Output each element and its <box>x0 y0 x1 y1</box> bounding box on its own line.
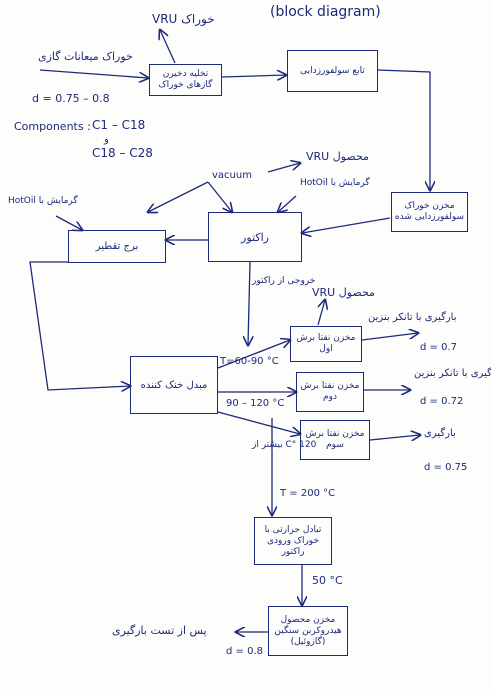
label-feed-density: d = 0.75 – 0.8 <box>32 92 110 105</box>
label-hotoil-reactor: گرمایش با HotOil <box>300 178 370 188</box>
diagram-title: (block diagram) <box>270 4 381 20</box>
label-hotoil-distill: گرمایش با HotOil <box>8 196 78 206</box>
box-naphtha-tank-3: مخزن نفتا برش سوم <box>300 420 370 460</box>
label-reactor-out: خروجی از راکتور <box>252 276 316 286</box>
box-naphtha-tank-1: مخزن نفتا برش اول <box>290 326 362 362</box>
box-gas-separation: تخلیه دخیرن گازهای خوراک <box>149 64 222 96</box>
label-density-3: d = 0.75 <box>424 462 468 473</box>
label-vru-product-2: محصول VRU <box>312 286 375 299</box>
box-naphtha-tank-2: مخزن نفتا برش دوم <box>296 372 364 412</box>
box-distillation-tower: برج تقطیر <box>68 230 166 263</box>
arrow-box2-tank <box>377 69 430 190</box>
label-comp-and: و <box>104 134 109 145</box>
arrow-tank1-vru <box>317 300 325 326</box>
label-temp-1: T=60-90 °C <box>220 356 279 367</box>
arrow-hotoil-distill <box>55 215 82 230</box>
label-feed: خوراک میعانات گازی <box>38 50 133 63</box>
arrow-distill-condenser <box>29 261 130 390</box>
label-temp-2: 90 – 120 °C <box>226 398 285 409</box>
arrow-hotoil-reactor <box>278 195 297 212</box>
label-temp-4: T = 200 °C <box>280 488 336 499</box>
label-out-1: بارگیری با تانکر بنزین <box>368 312 457 323</box>
box-heat-exchanger: تبادل حرارتی با خوراک ورودی راکتور <box>254 517 332 565</box>
label-out-3: بارگیری <box>424 428 456 439</box>
arrow-tank3-out <box>369 435 420 440</box>
arrow-to-vru <box>160 30 176 64</box>
box-feed-tank: مخزن خوراک سولفورزدایی شده <box>391 192 468 232</box>
label-density-1: d = 0.7 <box>420 342 457 353</box>
arrow-vacuum-distill <box>148 181 209 212</box>
arrow-cond-tank3 <box>217 411 300 434</box>
label-temp-5: 50 °C <box>312 574 343 587</box>
box-desalting: تابع سولفورزدایی <box>287 50 378 92</box>
label-vacuum: vacuum <box>212 170 252 181</box>
label-final-out: پس از تست بارگیری <box>112 624 207 637</box>
label-top-vru: خوراک VRU <box>152 12 215 26</box>
label-temp-3: 120 °C بیشتر از <box>252 440 317 450</box>
label-density-2: d = 0.72 <box>420 396 464 407</box>
arrow-tank-reactor <box>302 217 391 233</box>
label-vru-product: محصول VRU <box>306 150 369 163</box>
label-out-2: بارگیری با تانکر بنزین <box>414 368 491 379</box>
arrow-reactor-down <box>248 261 250 345</box>
arrow-box1-box2 <box>221 75 286 77</box>
arrow-vacuum-reactor <box>207 181 232 212</box>
arrow-feed-in <box>39 69 148 78</box>
box-condenser: مبدل خنک کننده <box>130 356 218 414</box>
box-final-tank: مخزن محصول هیدروکربن سنگین (گازوئیل) <box>268 606 348 656</box>
label-components: Components : <box>14 120 91 133</box>
label-density-4: d = 0.8 <box>226 646 263 657</box>
arrow-vacuum-vru <box>267 163 300 173</box>
box-reactor: راکتور <box>208 212 302 262</box>
label-comp1: C1 – C18 <box>92 118 146 132</box>
arrow-cond-tank1 <box>217 340 290 369</box>
arrow-tank1-out <box>361 333 418 341</box>
label-comp2: C18 – C28 <box>92 146 153 160</box>
